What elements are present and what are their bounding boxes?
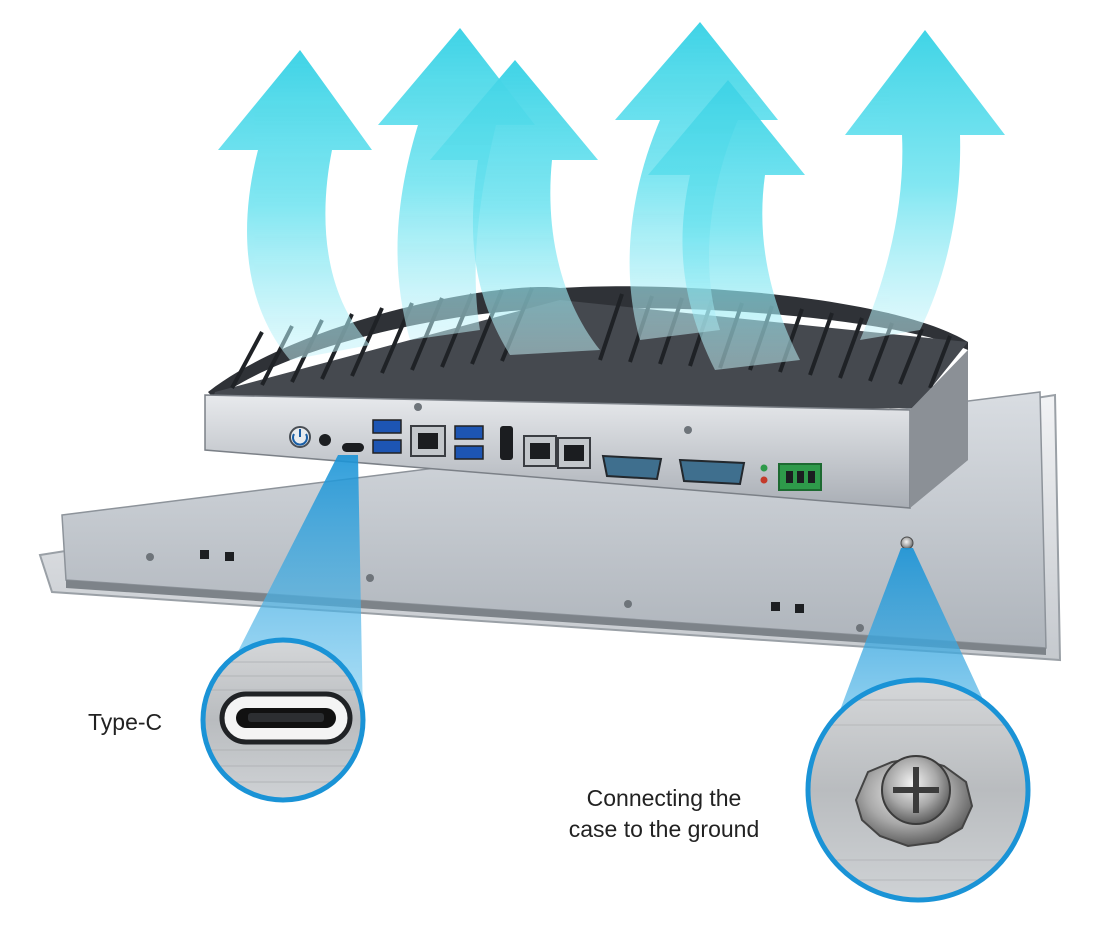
serial-db9-icon (601, 454, 746, 486)
chassis-details (146, 403, 864, 632)
ground-label-line-2: case to the ground (568, 816, 760, 842)
rj45-lan-icon (523, 435, 591, 469)
airflow-arrow-icon (430, 60, 600, 355)
usb-type-c-icon (219, 691, 353, 745)
ground-label-line-1: Connecting the (586, 785, 742, 811)
ground-screw-icon (900, 536, 914, 550)
io-plate (204, 350, 968, 509)
airflow-arrows (218, 22, 1005, 370)
status-led-icon (760, 464, 768, 472)
airflow-arrow-icon (218, 50, 372, 360)
usb-3-icon (372, 419, 402, 454)
airflow-arrow-icon (648, 80, 805, 370)
rj45-lan-icon (410, 425, 446, 457)
ground-callout (805, 548, 1031, 903)
usb-3-icon (454, 425, 484, 460)
usb-type-c-icon (342, 443, 364, 452)
airflow-arrow-icon (845, 30, 1005, 340)
ground-screw-icon (854, 755, 974, 848)
audio-jack-icon (319, 434, 331, 446)
power-terminal-icon (778, 463, 822, 491)
ground-label: Connecting the case to the ground (548, 783, 780, 845)
type-c-callout (200, 455, 366, 803)
type-c-label: Type-C (88, 709, 163, 735)
hdmi-port-icon (500, 426, 513, 460)
power-button-icon (289, 426, 311, 448)
status-led-icon (760, 476, 768, 484)
